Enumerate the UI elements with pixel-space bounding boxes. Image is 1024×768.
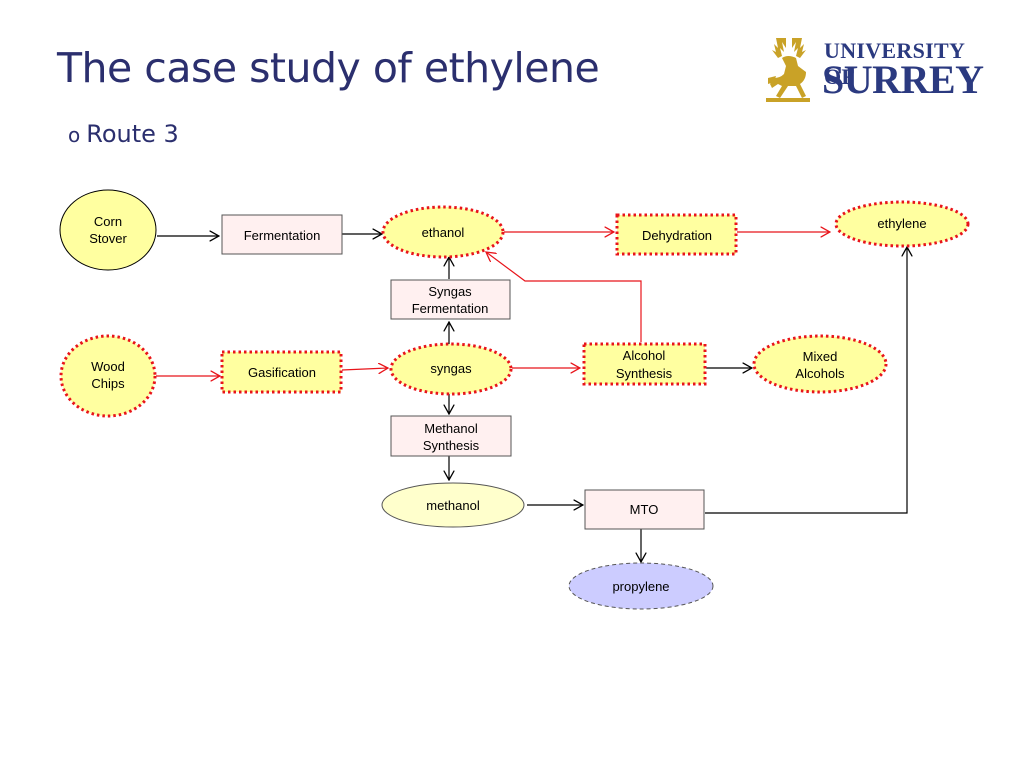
dehydration-label: Dehydration: [642, 228, 712, 243]
svg-text:propylene: propylene: [612, 579, 669, 594]
svg-text:ethylene: ethylene: [877, 216, 926, 231]
svg-text:ethanol: ethanol: [422, 225, 465, 240]
svg-text:Dehydration: Dehydration: [642, 228, 712, 243]
svg-text:Syngas: Syngas: [428, 284, 472, 299]
node-dehydration: Dehydration: [615, 213, 738, 256]
svg-text:syngas: syngas: [430, 361, 472, 376]
corn-stover-line1: Corn: [94, 214, 122, 229]
node-fermentation: Fermentation: [221, 214, 343, 255]
svg-text:Wood: Wood: [91, 359, 125, 374]
bullet-mark: o: [68, 123, 81, 147]
arrow-mto-to-ethylene: [705, 247, 907, 514]
svg-text:MTO: MTO: [630, 502, 659, 517]
svg-text:Synthesis: Synthesis: [616, 366, 673, 381]
node-syngas-fermentation: Syngas Fermentation: [390, 279, 511, 320]
svg-text:Alcohols: Alcohols: [795, 366, 845, 381]
fermentation-label: Fermentation: [244, 228, 321, 243]
node-gasification: Gasification: [220, 350, 343, 394]
svg-text:Corn: Corn: [94, 214, 122, 229]
gasification-label: Gasification: [248, 365, 316, 380]
svg-text:Stover: Stover: [89, 231, 127, 246]
node-alcohol-synthesis: Alcohol Synthesis: [582, 342, 707, 386]
svg-text:Synthesis: Synthesis: [423, 438, 480, 453]
node-syngas: syngas: [389, 342, 513, 396]
svg-text:Fermentation: Fermentation: [244, 228, 321, 243]
mixed-alcohols-line1: Mixed: [803, 349, 838, 364]
node-wood-chips: Wood Chips: [59, 334, 157, 418]
arrows: [156, 232, 907, 562]
university-logo: UNIVERSITY OF SURREY: [762, 32, 992, 104]
logo-line-surrey: SURREY: [822, 57, 984, 102]
wood-chips-line2: Chips: [91, 376, 125, 391]
ethylene-label: ethylene: [877, 216, 926, 231]
alcohol-synthesis-line2: Synthesis: [616, 366, 673, 381]
methanol-synthesis-line1: Methanol: [424, 421, 478, 436]
mixed-alcohols-line2: Alcohols: [795, 366, 845, 381]
methanol-synthesis-line2: Synthesis: [423, 438, 480, 453]
node-methanol-synthesis: Methanol Synthesis: [390, 415, 512, 457]
ethanol-label: ethanol: [422, 225, 465, 240]
node-mixed-alcohols: Mixed Alcohols: [752, 334, 888, 394]
node-propylene: propylene: [568, 562, 714, 610]
syngas-label: syngas: [430, 361, 472, 376]
node-mto: MTO: [584, 489, 705, 530]
alcohol-synthesis-line1: Alcohol: [623, 348, 666, 363]
syngas-fermentation-line2: Fermentation: [412, 301, 489, 316]
mto-label: MTO: [630, 502, 659, 517]
methanol-label: methanol: [426, 498, 480, 513]
propylene-label: propylene: [612, 579, 669, 594]
logo-line-university: UNIVERSITY OF: [824, 38, 965, 89]
corn-stover-line2: Stover: [89, 231, 127, 246]
svg-text:Mixed: Mixed: [803, 349, 838, 364]
node-ethylene: ethylene: [834, 200, 970, 248]
arrow-gasification-to-syngas: [341, 368, 388, 370]
wood-chips-line1: Wood: [91, 359, 125, 374]
syngas-fermentation-line1: Syngas: [428, 284, 472, 299]
node-corn-stover: Corn Stover: [59, 189, 157, 271]
svg-text:Gasification: Gasification: [248, 365, 316, 380]
svg-text:Methanol: Methanol: [424, 421, 478, 436]
node-ethanol: ethanol: [381, 205, 505, 259]
svg-text:methanol: methanol: [426, 498, 480, 513]
stag-icon: [766, 38, 810, 102]
svg-text:Fermentation: Fermentation: [412, 301, 489, 316]
svg-text:Alcohol: Alcohol: [623, 348, 666, 363]
arrow-alcohol-synthesis-to-ethanol: [486, 252, 642, 342]
node-methanol: methanol: [381, 482, 525, 528]
slide-title: The case study of ethylene: [57, 44, 600, 92]
svg-text:Chips: Chips: [91, 376, 125, 391]
bullet-text: Route 3: [86, 120, 179, 148]
